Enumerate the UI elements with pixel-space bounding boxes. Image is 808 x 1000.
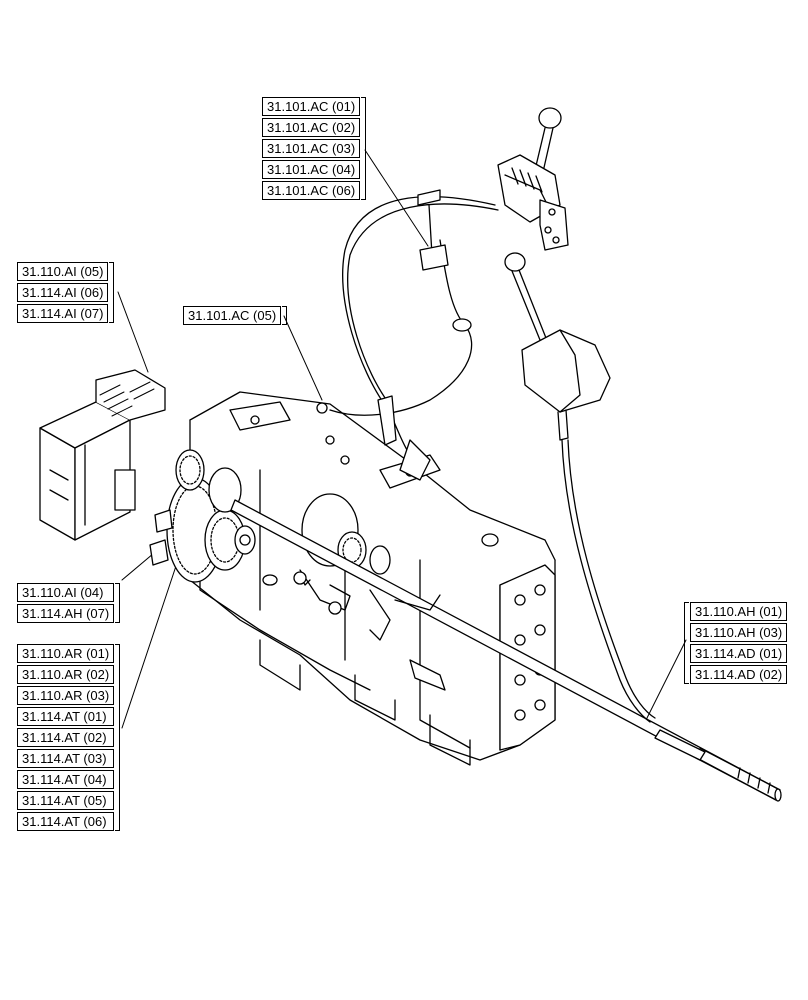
shift-forks (293, 569, 446, 691)
callout-group-top-ac: 31.101.AC (01) 31.101.AC (02) 31.101.AC (0… (262, 97, 367, 202)
upper-shift-lever-assembly (316, 107, 569, 481)
leader-lines (117, 149, 687, 729)
callout-31-114-ad-01[interactable]: 31.114.AD (01) (690, 644, 788, 663)
callout-group-left-ai: 31.110.AI (05) 31.114.AI (06) 31.114.AI (0… (17, 262, 115, 325)
callout-group-left-ai-ah: 31.110.AI (04) 31.114.AH (07) (17, 583, 121, 625)
callout-31-110-ai-05[interactable]: 31.110.AI (05) (17, 262, 109, 281)
callout-31-110-ai-04[interactable]: 31.110.AI (04) (17, 583, 115, 602)
callout-group-mid-ac: 31.101.AC (05) (183, 306, 288, 327)
callout-31-114-ai-07[interactable]: 31.114.AI (07) (17, 304, 109, 323)
callout-31-114-ai-06[interactable]: 31.114.AI (06) (17, 283, 109, 302)
callout-31-110-ar-03[interactable]: 31.110.AR (03) (17, 686, 115, 705)
case-fittings (149, 509, 499, 586)
callout-group-left-ar-at: 31.110.AR (01) 31.110.AR (02) 31.110.AR (0… (17, 644, 121, 833)
callout-31-101-ac-03[interactable]: 31.101.AC (03) (262, 139, 361, 158)
callout-31-114-ad-02[interactable]: 31.114.AD (02) (690, 665, 788, 684)
callout-31-101-ac-04[interactable]: 31.101.AC (04) (262, 160, 361, 179)
callout-31-110-ar-02[interactable]: 31.110.AR (02) (17, 665, 115, 684)
callout-31-114-at-05[interactable]: 31.114.AT (05) (17, 791, 115, 810)
callout-31-114-at-04[interactable]: 31.114.AT (04) (17, 770, 115, 789)
callout-31-114-at-01[interactable]: 31.114.AT (01) (17, 707, 115, 726)
callout-group-right-ah-ad: 31.110.AH (01) 31.110.AH (03) 31.114.AD (0… (684, 602, 788, 686)
callout-31-110-ar-01[interactable]: 31.110.AR (01) (17, 644, 115, 663)
callout-31-114-at-03[interactable]: 31.114.AT (03) (17, 749, 115, 768)
callout-31-101-ac-06[interactable]: 31.101.AC (06) (262, 181, 361, 200)
rear-cover-housing (39, 369, 166, 541)
callout-31-101-ac-01[interactable]: 31.101.AC (01) (262, 97, 361, 116)
right-shift-lever-assembly (504, 252, 656, 723)
callout-31-101-ac-05[interactable]: 31.101.AC (05) (183, 306, 282, 325)
callout-31-110-ah-03[interactable]: 31.110.AH (03) (690, 623, 788, 642)
callout-31-114-ah-07[interactable]: 31.114.AH (07) (17, 604, 115, 623)
callout-31-101-ac-02[interactable]: 31.101.AC (02) (262, 118, 361, 137)
gear-set (166, 449, 391, 583)
callout-31-114-at-06[interactable]: 31.114.AT (06) (17, 812, 115, 831)
main-shaft (230, 499, 782, 802)
callout-31-110-ah-01[interactable]: 31.110.AH (01) (690, 602, 788, 621)
callout-31-114-at-02[interactable]: 31.114.AT (02) (17, 728, 115, 747)
